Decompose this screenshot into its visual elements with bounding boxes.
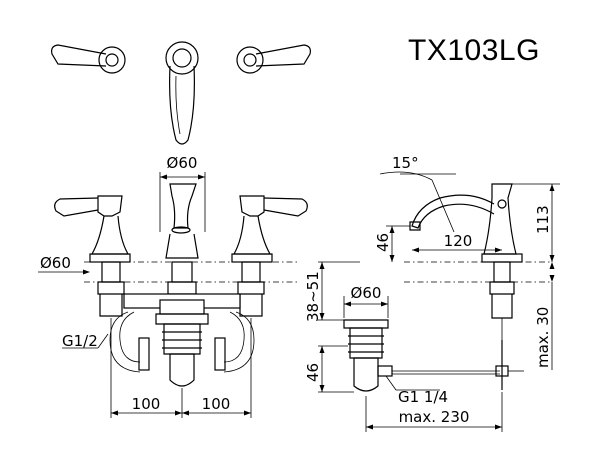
dim-spacing-right: 100 [202, 395, 231, 413]
model-number: TX103LG [408, 34, 540, 67]
dim-max-length: max. 230 [399, 408, 470, 426]
dim-deck-range: 38~51 [304, 271, 322, 322]
dim-thread-outlet: G1 1/4 [398, 388, 448, 406]
dim-total-height: 113 [534, 205, 552, 234]
dim-handle-dia: Ø60 [167, 154, 198, 172]
dim-spout-reach: 120 [444, 232, 473, 250]
side-view: 15° 120 46 113 max. 30 38~51 [304, 154, 560, 432]
top-view [51, 41, 311, 145]
dim-inlet-height: 46 [304, 363, 322, 382]
dim-angle: 15° [392, 154, 419, 172]
dim-max-deck: max. 30 [534, 307, 552, 368]
dim-base-dia: Ø60 [351, 284, 382, 302]
dim-thread-inlet: G1/2 [62, 332, 98, 350]
dim-spout-height: 46 [374, 233, 392, 252]
dim-spacing-left: 100 [132, 395, 161, 413]
dim-body-dia: Ø60 [40, 254, 71, 272]
front-view: Ø60 [38, 154, 308, 418]
